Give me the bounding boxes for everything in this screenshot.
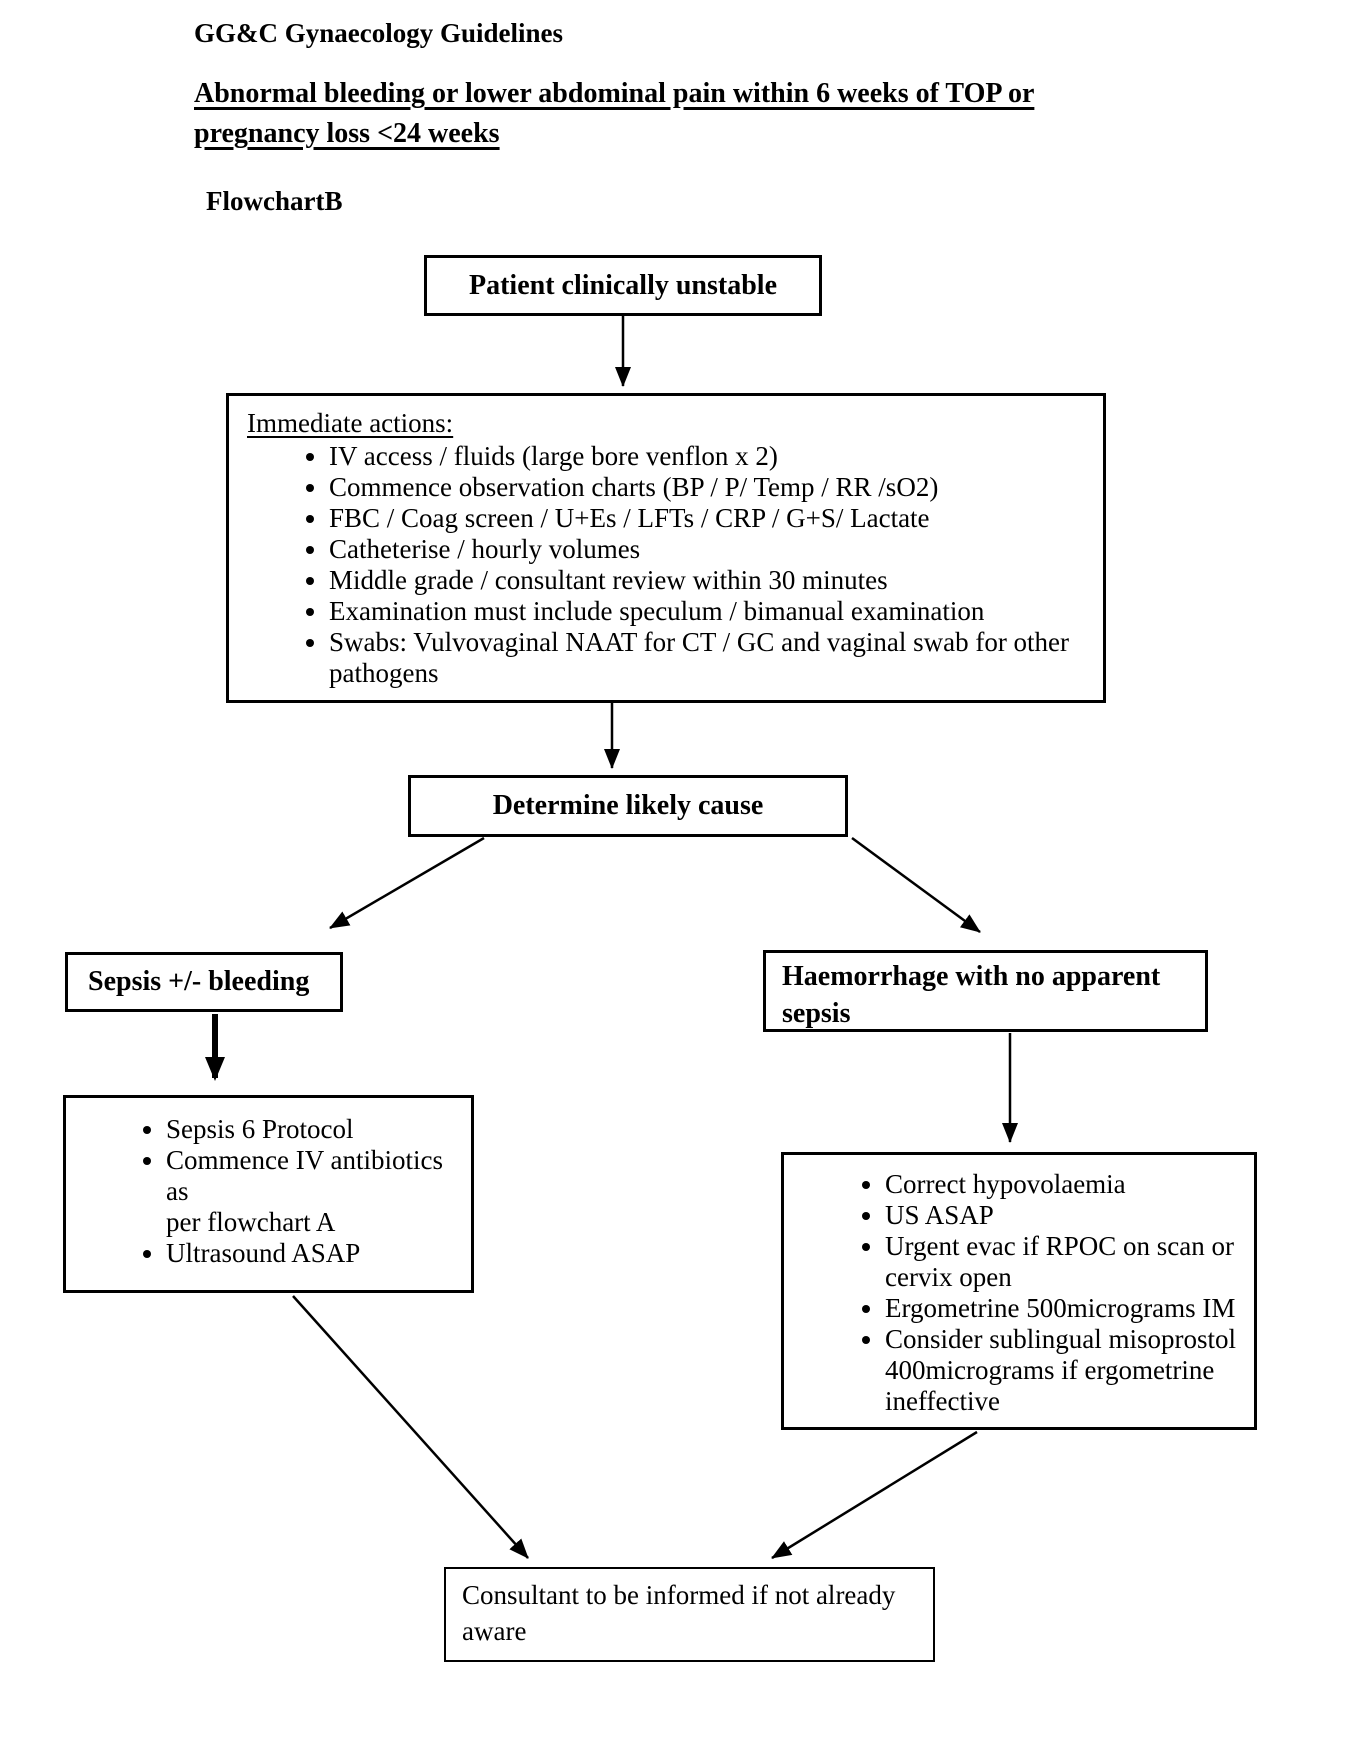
immediate-actions-list: IV access / fluids (large bore venflon x…: [229, 441, 1089, 689]
list-item: Correct hypovolaemia: [885, 1169, 1248, 1200]
flowchart-label: FlowchartB: [206, 186, 343, 216]
list-item: Commence IV antibiotics as per flowchart…: [166, 1145, 465, 1238]
node-determine-cause-label: Determine likely cause: [492, 790, 764, 821]
node-consultant: Consultant to be informed if not already…: [444, 1567, 935, 1662]
arrow-determine-to-sepsis: [329, 836, 485, 930]
list-item: Examination must include speculum / bima…: [329, 596, 1083, 627]
list-item: Commence observation charts (BP / P/ Tem…: [329, 472, 1083, 503]
node-haemorrhage-label: Haemorrhage with no apparent sepsis: [782, 961, 1161, 1029]
sepsis-actions-list: Sepsis 6 Protocol Commence IV antibiotic…: [66, 1114, 471, 1269]
doc-title: GG&C Gynaecology Guidelines: [194, 18, 564, 48]
list-item: FBC / Coag screen / U+Es / LFTs / CRP / …: [329, 503, 1083, 534]
immediate-actions-heading: Immediate actions:: [247, 408, 454, 438]
haemorrhage-actions-list: Correct hypovolaemia US ASAP Urgent evac…: [784, 1169, 1254, 1417]
node-patient-unstable: Patient clinically unstable: [424, 255, 822, 316]
list-item: Sepsis 6 Protocol: [166, 1114, 465, 1145]
list-item: Consider sublingual misoprostol 400micro…: [885, 1324, 1248, 1417]
list-item: Middle grade / consultant review within …: [329, 565, 1083, 596]
list-item: IV access / fluids (large bore venflon x…: [329, 441, 1083, 472]
list-item: Catheterise / hourly volumes: [329, 534, 1083, 565]
list-item: Ergometrine 500micrograms IM: [885, 1293, 1248, 1324]
doc-heading: Abnormal bleeding or lower abdominal pai…: [194, 78, 1035, 149]
node-immediate-actions: Immediate actions: IV access / fluids (l…: [226, 393, 1106, 703]
arrow-determine-to-haemorrhage: [851, 836, 981, 934]
node-determine-cause: Determine likely cause: [408, 775, 848, 837]
list-item: Urgent evac if RPOC on scan or cervix op…: [885, 1231, 1248, 1293]
node-sepsis-label: Sepsis +/- bleeding: [88, 966, 310, 997]
list-item: US ASAP: [885, 1200, 1248, 1231]
arrow-haemorrhage-actions-to-consultant: [771, 1430, 978, 1560]
arrow-sepsis-actions-to-consultant: [292, 1295, 529, 1559]
node-sepsis-actions: Sepsis 6 Protocol Commence IV antibiotic…: [63, 1095, 474, 1293]
list-item: Swabs: Vulvovaginal NAAT for CT / GC and…: [329, 627, 1083, 689]
node-sepsis: Sepsis +/- bleeding: [65, 952, 343, 1012]
list-item: Ultrasound ASAP: [166, 1238, 465, 1269]
node-haemorrhage: Haemorrhage with no apparent sepsis: [763, 950, 1208, 1032]
node-patient-unstable-label: Patient clinically unstable: [469, 269, 777, 301]
node-haemorrhage-actions: Correct hypovolaemia US ASAP Urgent evac…: [781, 1152, 1257, 1430]
